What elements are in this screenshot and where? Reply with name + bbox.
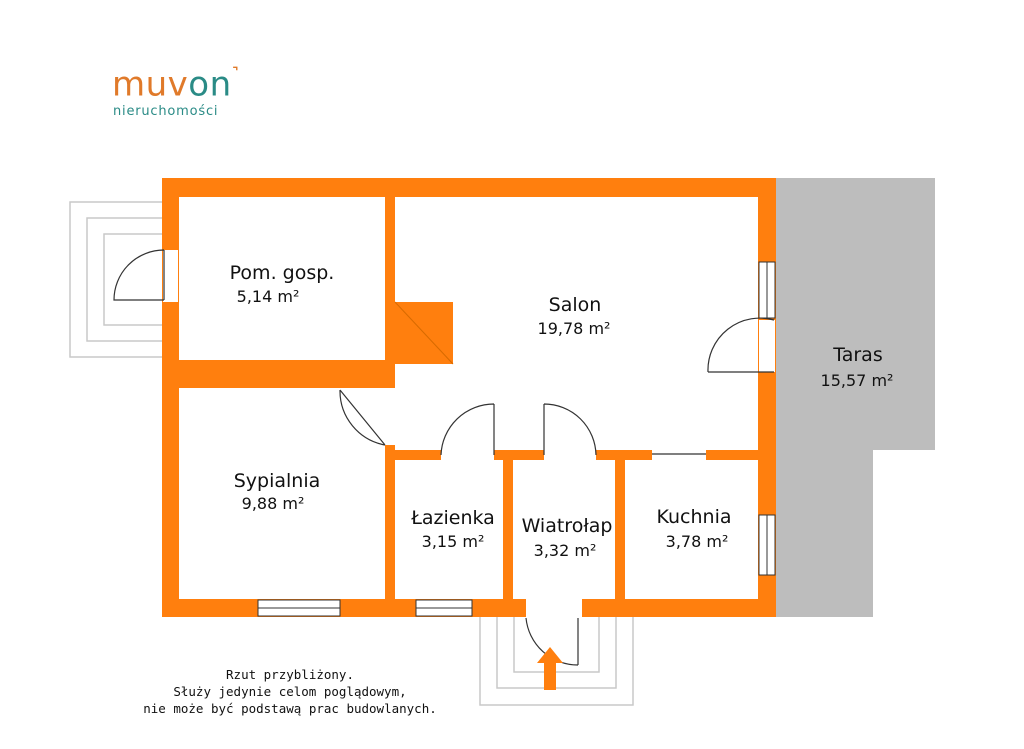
room-label-sypialnia: Sypialnia [234,470,321,492]
door-entrance [525,617,579,666]
windows [257,261,776,617]
entrance-arrow-icon [537,647,563,690]
stairs-south [479,617,634,706]
logo-tagline: nieruchomości [113,104,219,120]
disclaimer-line-1: Rzut przybliżony. [226,667,354,682]
window-salon [758,261,776,319]
logo-wordmark-part1: muv [112,64,189,105]
door-vestibule [543,403,597,456]
door-utility [113,249,165,301]
room-label-salon: Salon [549,294,602,316]
interior-walls [162,178,766,617]
chimney-diagonal [394,301,454,365]
room-area-pom-gosp: 5,14 m² [237,287,300,306]
company-logo: muvon˺ nieruchomości [112,58,239,119]
doors [113,249,775,666]
window-bathroom [415,599,473,617]
door-bedroom [339,389,386,446]
logo-wordmark-part2: on [188,64,232,105]
terrace-area [775,178,935,617]
disclaimer-line-2: Służy jedynie celom poglądowym, [173,684,407,699]
logo-wordmark: muvon˺ [112,58,239,103]
room-area-sypialnia: 9,88 m² [242,494,305,513]
disclaimer-line-3: nie może być podstawą prac budowlanych. [143,701,437,716]
door-bathroom [440,403,495,456]
window-bedroom [257,599,341,617]
room-label-lazienka: Łazienka [410,507,495,529]
outer-walls [162,178,776,617]
logo-mark-icon: ˺ [231,64,240,89]
room-area-wiatrolap: 3,32 m² [534,541,597,560]
room-label-wiatrolap: Wiatrołap [522,515,613,537]
room-label-pom-gosp: Pom. gosp. [230,262,335,284]
stairs-west [69,201,162,358]
room-area-salon: 19,78 m² [538,319,611,338]
room-area-taras: 15,57 m² [821,371,894,390]
room-label-kuchnia: Kuchnia [656,506,731,528]
door-terrace [707,317,775,373]
room-area-lazienka: 3,15 m² [422,532,485,551]
room-area-kuchnia: 3,78 m² [666,532,729,551]
window-kitchen [758,514,776,576]
disclaimer-note: Rzut przybliżony. Służy jedynie celom po… [120,666,460,717]
room-label-taras: Taras [832,344,882,366]
